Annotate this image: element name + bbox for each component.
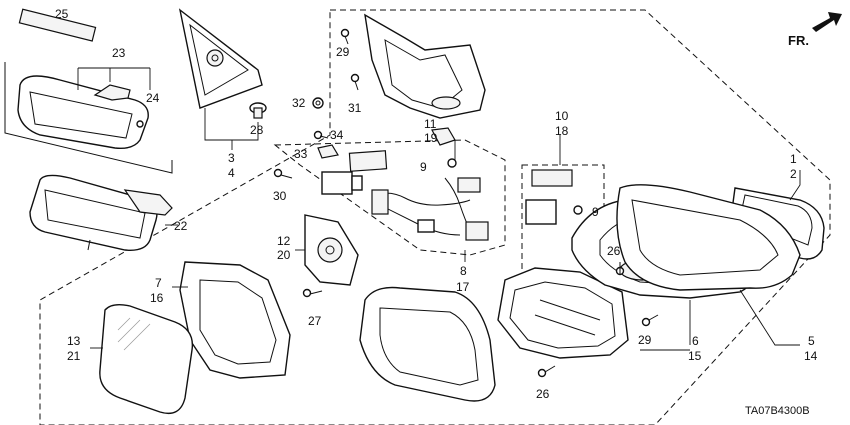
- mirror-holder: [179, 261, 291, 379]
- callout-9-harness: 9: [420, 160, 427, 174]
- callout-11: 11: [424, 117, 437, 131]
- front-direction-label: FR.: [788, 33, 809, 48]
- callout-10: 10: [555, 109, 569, 123]
- callout-17: 17: [456, 280, 470, 294]
- callout-27: 27: [308, 314, 322, 328]
- callout-29-top: 29: [336, 45, 350, 59]
- rearview-mirror-upper: [17, 8, 149, 150]
- callout-34: 34: [330, 128, 344, 142]
- screw-30: [273, 168, 293, 179]
- callout-22: 22: [174, 219, 188, 233]
- callout-15: 15: [688, 349, 702, 363]
- callout-25: 25: [55, 7, 69, 21]
- mirror-bracket-line: [4, 62, 173, 174]
- clip-34: [313, 130, 329, 140]
- garnish-panel: [178, 8, 263, 109]
- skull-cap: [359, 286, 496, 402]
- callout-30: 30: [273, 189, 287, 203]
- callout-33: 33: [294, 147, 308, 161]
- reference-code: TA07B4300B: [745, 405, 810, 417]
- screw-26-top: [615, 262, 625, 276]
- nut-32: [312, 97, 324, 109]
- callout-31: 31: [348, 101, 362, 115]
- callout-20: 20: [277, 248, 291, 262]
- screw-26-bottom: [537, 365, 556, 378]
- callout-29-bottom: 29: [638, 333, 652, 347]
- callout-1: 1: [790, 152, 797, 166]
- callout-9-motor: 9: [592, 205, 599, 219]
- wire-harness: [321, 150, 489, 241]
- screw-31: [350, 73, 360, 91]
- callout-21: 21: [67, 349, 81, 363]
- leader-lines: [90, 135, 801, 351]
- callout-26-top: 26: [607, 244, 621, 258]
- callout-7: 7: [155, 276, 162, 290]
- callout-5: 5: [808, 334, 815, 348]
- bracket-33: [317, 144, 339, 159]
- callout-23: 23: [112, 46, 126, 60]
- outer-cover: [616, 184, 801, 291]
- screw-29-top: [340, 28, 350, 45]
- callout-13: 13: [67, 334, 81, 348]
- mirror-glass: [99, 303, 194, 415]
- callout-18: 18: [555, 124, 569, 138]
- callout-26-bottom: 26: [536, 387, 550, 401]
- callout-8: 8: [460, 264, 467, 278]
- callout-16: 16: [150, 291, 164, 305]
- callout-19: 19: [424, 131, 438, 145]
- callout-labels: 25 23 24 22 3 4 28 32 29 31 11 19 34 33 …: [55, 7, 818, 401]
- front-direction-arrow: [812, 12, 842, 32]
- screw-27: [302, 288, 323, 298]
- screw-29-bottom: [641, 314, 659, 327]
- callout-3: 3: [228, 151, 235, 165]
- rearview-mirror-lower: [29, 174, 173, 251]
- callout-28: 28: [250, 123, 264, 137]
- motor-unit: [525, 169, 583, 225]
- callout-12: 12: [277, 234, 291, 248]
- actuator: [304, 214, 359, 286]
- clip-28: [249, 102, 267, 119]
- outer-assembly-outline: [39, 9, 831, 425]
- mirror-base-cover: [364, 13, 486, 119]
- callout-32: 32: [292, 96, 306, 110]
- callout-6: 6: [692, 334, 699, 348]
- callout-14: 14: [804, 349, 818, 363]
- mirror-base-frame: [497, 267, 629, 359]
- callout-24: 24: [146, 91, 160, 105]
- callout-2: 2: [790, 167, 797, 181]
- callout-4: 4: [228, 166, 235, 180]
